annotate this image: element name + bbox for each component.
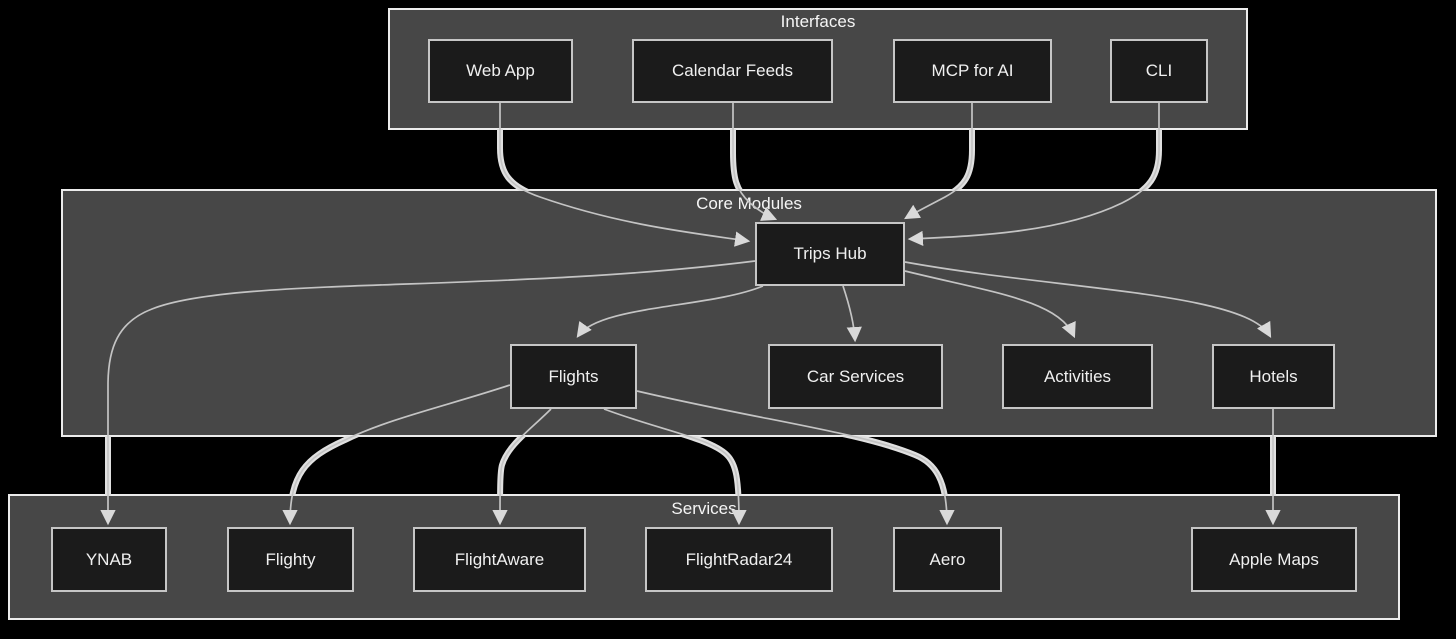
- node-label: CLI: [1145, 61, 1173, 80]
- group-services-title: Services: [671, 499, 737, 518]
- node-web-app: Web App: [428, 39, 573, 103]
- node-flighty: Flighty: [227, 527, 354, 592]
- node-label: Car Services: [806, 366, 905, 386]
- node-label: Apple Maps: [1229, 549, 1319, 569]
- node-label: Activities: [1043, 366, 1112, 386]
- node-label: Flighty: [265, 549, 316, 569]
- node-label: Hotels: [1249, 366, 1298, 386]
- node-label: Aero: [929, 549, 966, 569]
- group-interfaces-title: Interfaces: [780, 12, 856, 31]
- node-label: MCP for AI: [931, 61, 1014, 80]
- node-ynab: YNAB: [51, 527, 167, 592]
- node-cli: CLI: [1110, 39, 1208, 103]
- node-label: YNAB: [85, 549, 133, 569]
- node-label: Web App: [466, 61, 535, 80]
- node-calendar-feeds: Calendar Feeds: [632, 39, 833, 103]
- node-apple-maps: Apple Maps: [1191, 527, 1357, 592]
- node-label: Flights: [548, 366, 599, 386]
- node-activities: Activities: [1002, 344, 1153, 409]
- node-hotels: Hotels: [1212, 344, 1335, 409]
- node-flightradar24: FlightRadar24: [645, 527, 833, 592]
- node-aero: Aero: [893, 527, 1002, 592]
- group-core-modules-title: Core Modules: [696, 194, 802, 213]
- node-label: FlightAware: [454, 549, 545, 569]
- node-mcp-for-ai: MCP for AI: [893, 39, 1052, 103]
- node-label: Trips Hub: [793, 244, 867, 263]
- node-trips-hub: Trips Hub: [755, 222, 905, 286]
- node-label: FlightRadar24: [685, 549, 793, 569]
- node-car-services: Car Services: [768, 344, 943, 409]
- node-label: Calendar Feeds: [672, 61, 793, 80]
- node-flights: Flights: [510, 344, 637, 409]
- node-flightaware: FlightAware: [413, 527, 586, 592]
